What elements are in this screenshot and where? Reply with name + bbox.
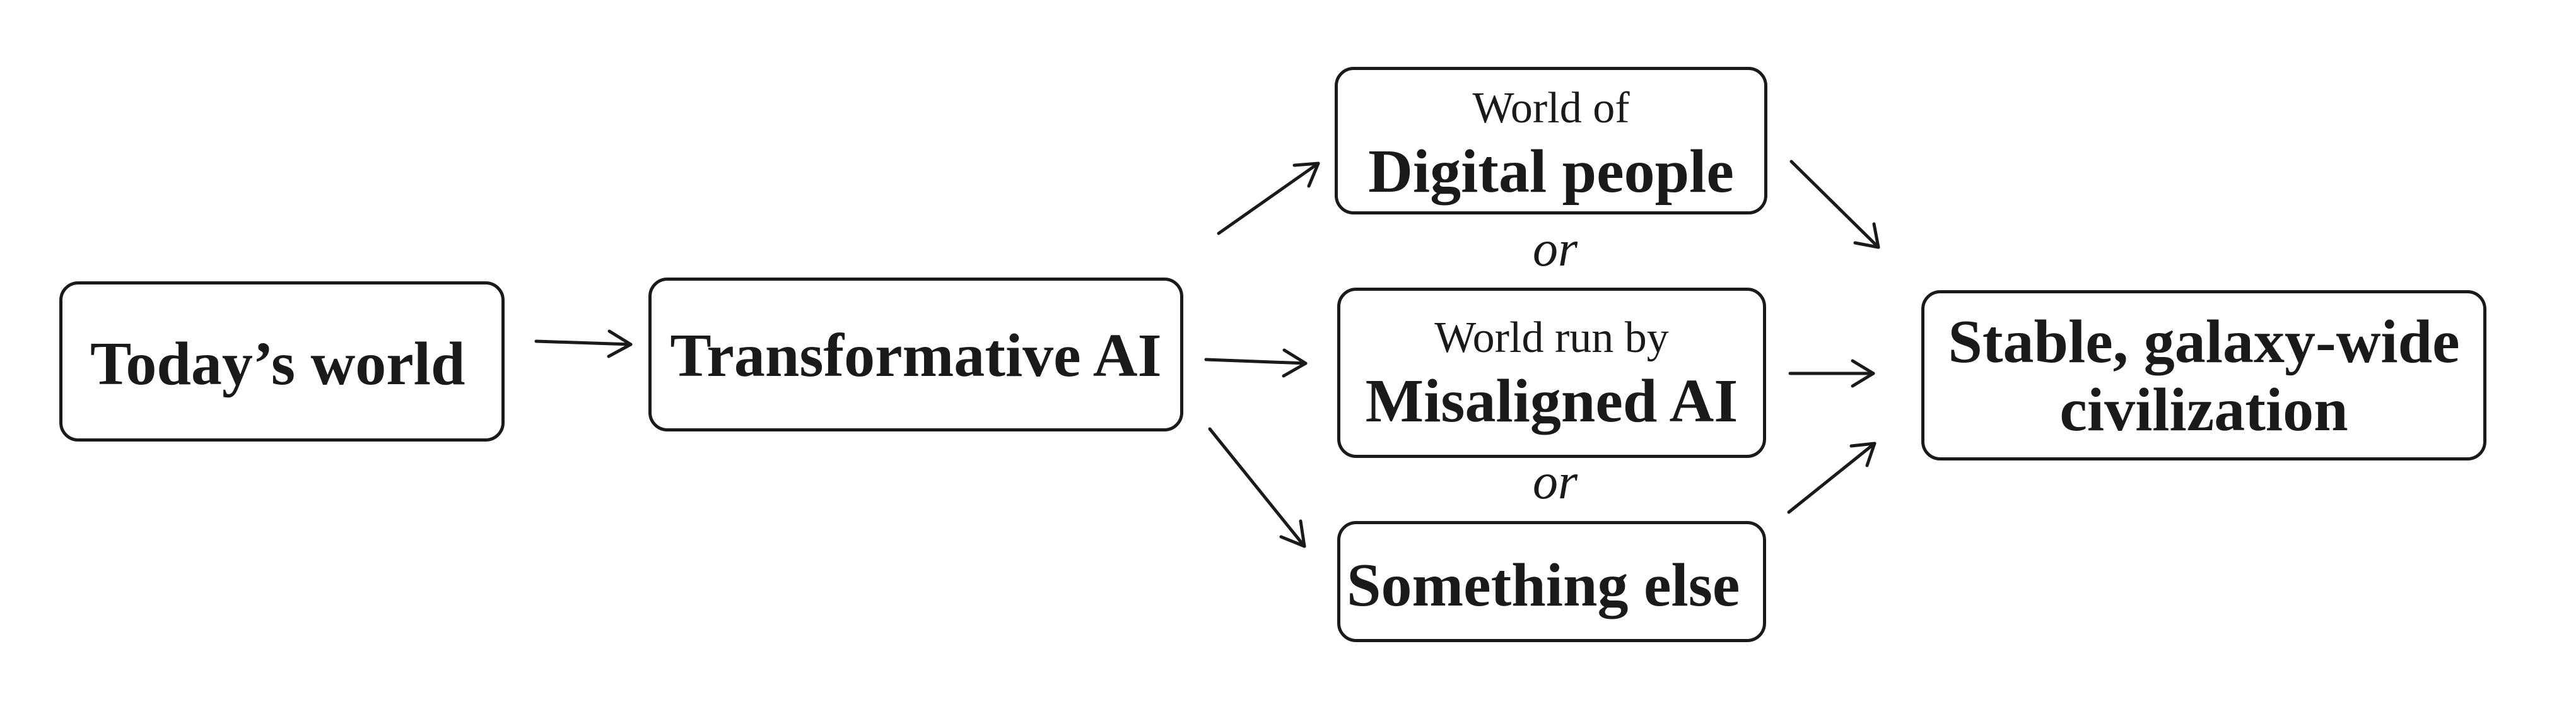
node-misaligned-ai: World run by Misaligned AI xyxy=(1337,288,1766,458)
node-misaligned-ai-prefix: World run by xyxy=(1434,313,1669,362)
arrow-transformative-to-something xyxy=(1208,427,1306,548)
node-digital-people-prefix: World of xyxy=(1472,84,1630,132)
node-digital-people: World of Digital people xyxy=(1335,67,1767,214)
node-misaligned-ai-label: Misaligned AI xyxy=(1365,367,1738,435)
or-separator-top: or xyxy=(1533,221,1578,277)
arrow-misaligned-to-stable xyxy=(1788,359,1875,388)
node-transformative-ai: Transformative AI xyxy=(648,278,1183,431)
arrow-something-to-stable xyxy=(1787,442,1876,514)
arrow-digital-to-stable xyxy=(1789,160,1880,249)
node-todays-world: Today’s world xyxy=(59,281,505,442)
or-separator-bottom: or xyxy=(1533,454,1578,510)
node-stable-civilization: Stable, galaxy-wide civilization xyxy=(1921,290,2486,460)
node-transformative-ai-label: Transformative AI xyxy=(670,322,1162,390)
arrow-todays-to-transformative xyxy=(534,329,633,358)
node-something-else-label: Something else xyxy=(1347,551,1740,619)
node-todays-world-label: Today’s world xyxy=(90,330,465,398)
arrow-transformative-to-misaligned xyxy=(1204,348,1308,378)
arrow-transformative-to-digital xyxy=(1217,161,1320,235)
node-stable-civilization-line1: Stable, galaxy-wide xyxy=(1948,308,2460,376)
node-stable-civilization-line2: civilization xyxy=(2059,376,2348,444)
node-something-else: Something else xyxy=(1337,521,1766,642)
node-digital-people-label: Digital people xyxy=(1368,138,1734,206)
